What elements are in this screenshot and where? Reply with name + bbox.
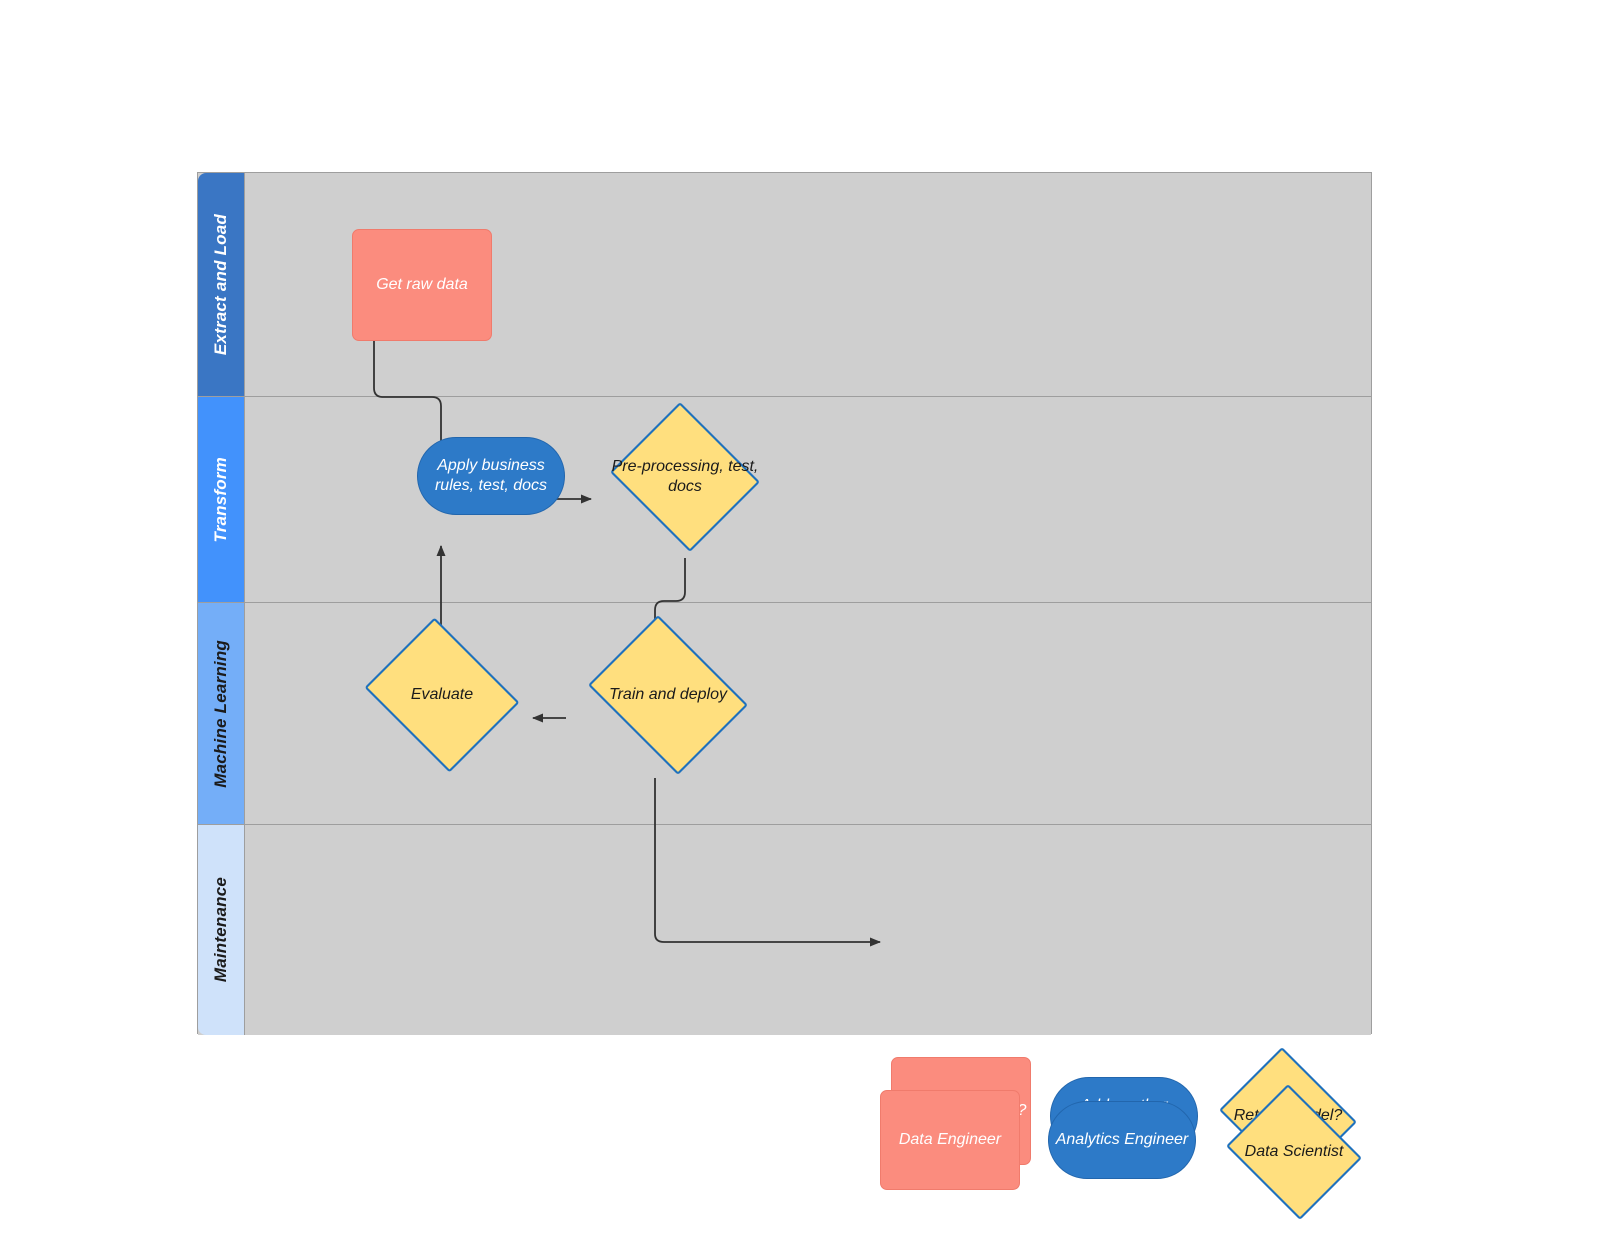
- lane-body-transform: Apply business rules, test, docs Pre-proc…: [245, 397, 1371, 602]
- lane-header-extract-and-load[interactable]: Extract and Load: [198, 173, 245, 396]
- lane-machine-learning: Machine Learning Evaluate Train and deploy: [198, 603, 1371, 825]
- node-label: Evaluate: [410, 686, 474, 703]
- lane-transform: Transform Apply business rules, test, doc…: [198, 397, 1371, 603]
- lane-body-machine-learning: Evaluate Train and deploy: [245, 603, 1371, 824]
- lane-maintenance: Maintenance Refresh raw data?Add another …: [198, 825, 1371, 1186]
- node-label: Pre-processing, test, docs: [611, 458, 759, 495]
- lane-body-extract-and-load: Get raw data: [245, 173, 1371, 396]
- lane-extract-and-load: Extract and Load Get raw data: [198, 173, 1371, 397]
- node-legend-data-scientist[interactable]: Data Scientist: [1220, 1083, 1368, 1221]
- node-label: Train and deploy: [609, 686, 727, 703]
- node-label: Get raw data: [376, 276, 468, 293]
- node-apply-business-rules[interactable]: Apply business rules, test, docs: [417, 437, 565, 515]
- node-legend-data-engineer[interactable]: Data Engineer: [880, 1090, 1020, 1190]
- lane-header-transform[interactable]: Transform: [198, 397, 245, 602]
- node-get-raw-data[interactable]: Get raw data: [352, 229, 492, 341]
- node-pre-processing[interactable]: Pre-processing, test, docs: [605, 401, 765, 553]
- node-label: Analytics Engineer: [1055, 1131, 1189, 1148]
- node-label: Apply business rules, test, docs: [434, 457, 548, 494]
- lane-header-label: Transform: [211, 456, 230, 543]
- lane-header-label: Extract and Load: [211, 213, 230, 356]
- node-legend-analytics-engineer[interactable]: Analytics Engineer: [1048, 1101, 1196, 1179]
- lane-header-maintenance[interactable]: Maintenance: [198, 825, 245, 1035]
- lane-body-maintenance: Refresh raw data?Add another column?Retr…: [245, 825, 1371, 1186]
- lane-header-machine-learning[interactable]: Machine Learning: [198, 603, 245, 824]
- node-label: Data Scientist: [1244, 1143, 1344, 1160]
- lane-header-label: Maintenance: [211, 877, 230, 983]
- node-evaluate[interactable]: Evaluate: [357, 617, 527, 773]
- lane-header-label: Machine Learning: [211, 639, 230, 788]
- node-label: Data Engineer: [898, 1131, 1002, 1148]
- node-train-and-deploy[interactable]: Train and deploy: [578, 614, 758, 776]
